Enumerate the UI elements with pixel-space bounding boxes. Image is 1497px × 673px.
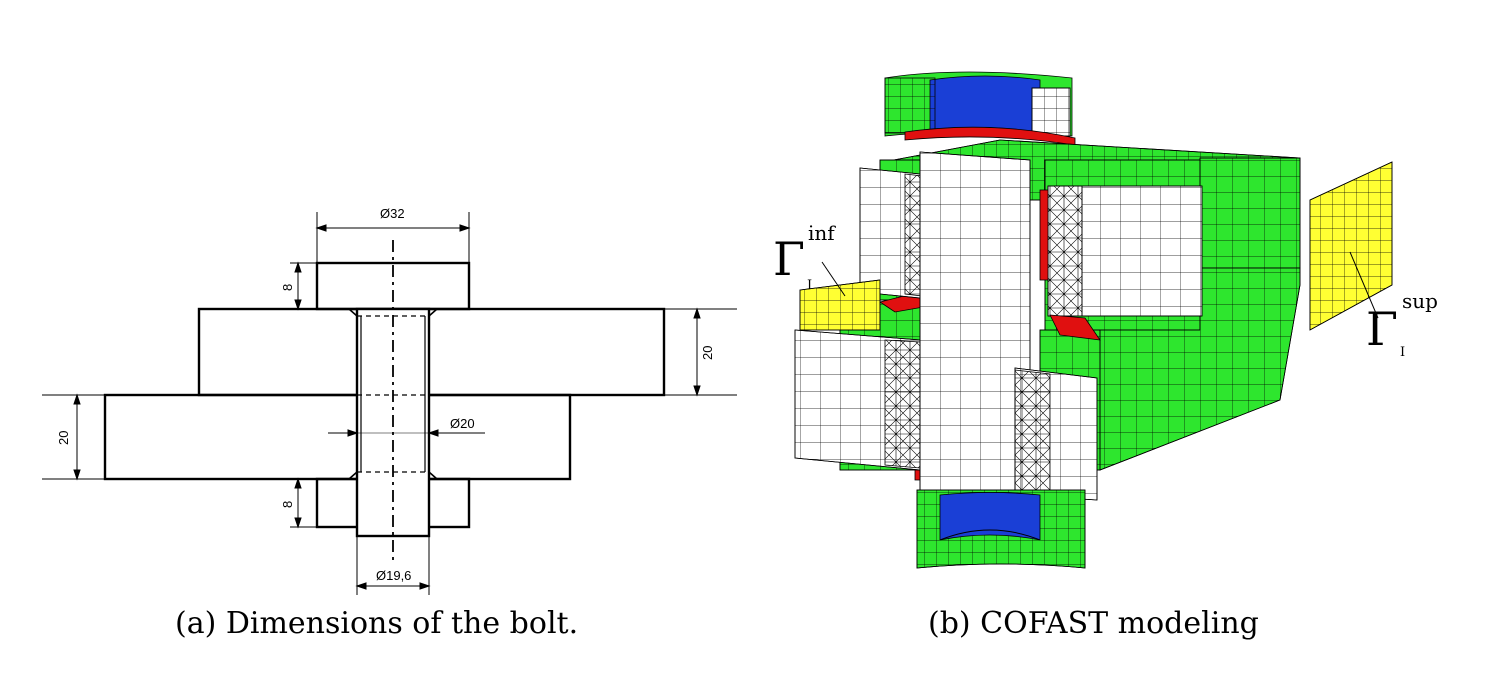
dim-hole-diameter (355, 536, 431, 595)
label-head-height: 8 (280, 284, 295, 291)
bolt-dimension-drawing (42, 212, 737, 595)
label-gamma-inf: Γ (773, 232, 805, 286)
label-lower-plate-thickness: 20 (56, 431, 71, 445)
mesh-interface-inf (799, 279, 881, 331)
leader-inf (821, 261, 846, 297)
dim-head-height (290, 261, 317, 311)
label-gamma-inf-subscript: I (807, 278, 812, 293)
mesh-bolt-shank (919, 151, 1031, 501)
cofast-mesh-model (794, 71, 1393, 569)
leader-sup (1349, 251, 1379, 319)
label-upper-plate-thickness: 20 (700, 346, 715, 360)
mesh-top-ring (884, 71, 1076, 146)
mesh-lower-right-plate (1014, 367, 1098, 501)
label-gamma-sup-superscript: sup (1402, 289, 1438, 313)
dim-head-diameter (315, 212, 471, 263)
label-head-diameter: Ø32 (380, 206, 405, 221)
label-gamma-sup: Γ (1366, 302, 1398, 356)
dim-nut-height (290, 477, 317, 529)
label-gamma-inf-superscript: inf (808, 221, 836, 245)
upper-plate (197, 307, 666, 397)
lower-plate (103, 393, 572, 481)
label-nut-height: 8 (280, 501, 295, 508)
label-hole-diameter: Ø19,6 (376, 568, 411, 583)
label-gamma-sup-subscript: I (1400, 345, 1405, 360)
weld-chamfer (348, 308, 438, 480)
mesh-interface-sup (1309, 161, 1393, 331)
dim-shank-diameter (328, 429, 485, 437)
mesh-lower-left-plate (794, 329, 921, 471)
caption-panel-a: (a) Dimensions of the bolt. (175, 606, 579, 641)
mesh-bottom-ring (916, 489, 1086, 569)
dim-upper-plate-thickness (570, 307, 737, 397)
mesh-inner-plate (1047, 185, 1203, 317)
dim-lower-plate-thickness (42, 393, 105, 481)
caption-panel-b: (b) COFAST modeling (928, 606, 1259, 641)
label-shank-diameter: Ø20 (450, 416, 475, 431)
